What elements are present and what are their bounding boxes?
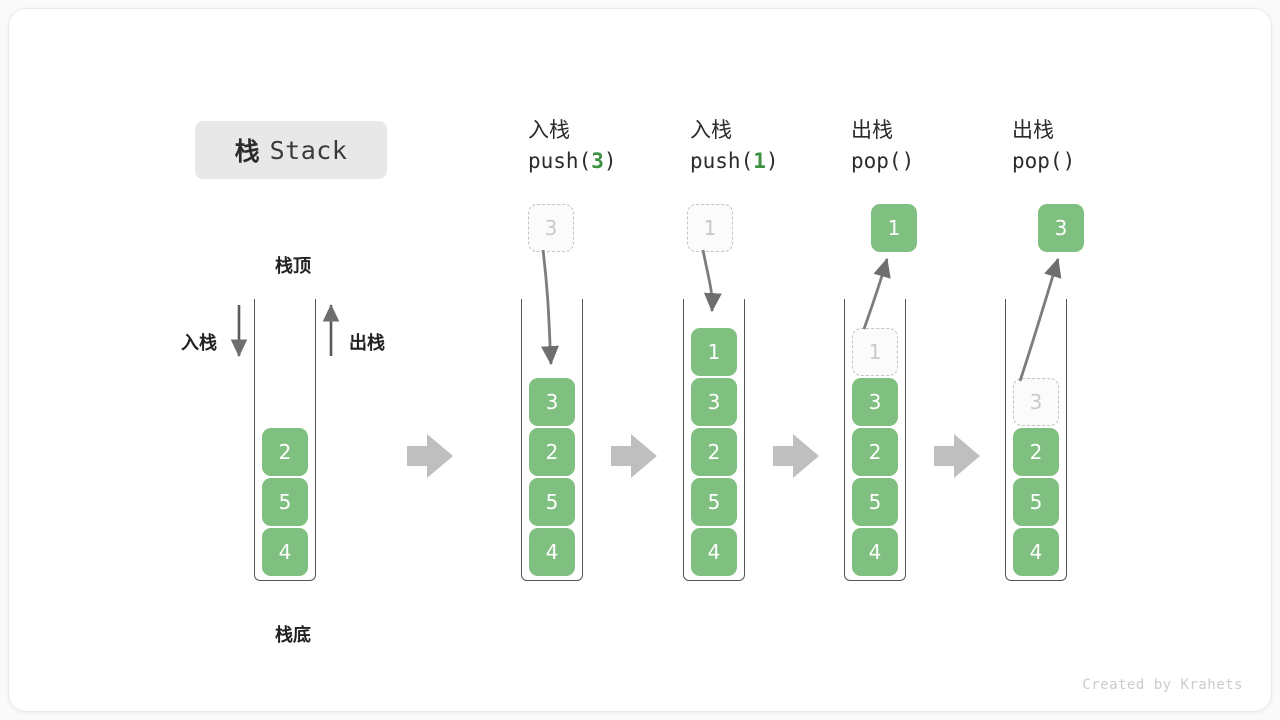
stage-block-arrow: [407, 434, 453, 478]
stack-cell: 5: [852, 478, 898, 526]
stack-cell: 4: [691, 528, 737, 576]
stack-cells: 1 3 2 5 4: [845, 328, 905, 576]
code-prefix: push(: [528, 149, 592, 173]
stack-cell: 2: [852, 428, 898, 476]
stack-cell: 5: [691, 478, 737, 526]
stack-cell: 5: [262, 478, 308, 526]
push-direction-label: 入栈: [181, 333, 217, 354]
floating-ghost-cell-push-3: 3: [528, 204, 574, 252]
code-arg: 1: [753, 149, 766, 173]
stack-bottom-label: 栈底: [275, 625, 311, 646]
title-badge: 栈 Stack: [195, 121, 387, 179]
code-prefix: push(: [690, 149, 754, 173]
code-suffix: ): [603, 149, 617, 173]
floating-popped-cell-3: 3: [1038, 204, 1084, 252]
stack-cell: 2: [1013, 428, 1059, 476]
stack-cell: 2: [691, 428, 737, 476]
code-arg: 3: [591, 149, 604, 173]
stack-cell: 2: [529, 428, 575, 476]
stack-cell: 2: [262, 428, 308, 476]
stage-op-code: pop(): [1012, 149, 1076, 173]
arrows-overlay: [230, 249, 1062, 478]
stage-op-code: push(1): [690, 145, 779, 177]
stage-op-cn: 入栈: [528, 118, 570, 142]
stack-after-push-3: 3 2 5 4: [521, 299, 583, 581]
stage-header-push-1: 入栈 push(1): [690, 115, 779, 177]
stack-cell: 4: [262, 528, 308, 576]
stack-cells: 1 3 2 5 4: [684, 328, 744, 576]
stack-cell: 4: [529, 528, 575, 576]
stage-op-code: pop(): [851, 149, 915, 173]
cell-value: 1: [687, 204, 733, 252]
stack-top-label: 栈顶: [275, 256, 311, 277]
cell-value: 1: [871, 204, 917, 252]
stack-after-pop-1: 1 3 2 5 4: [844, 299, 906, 581]
credit-label: Created by Krahets: [1082, 677, 1243, 693]
stack-cell: 4: [852, 528, 898, 576]
stage-op-cn: 出栈: [851, 118, 893, 142]
stack-cell: 1: [691, 328, 737, 376]
stack-after-pop-3: 3 2 5 4: [1005, 299, 1067, 581]
stack-cells: 3 2 5 4: [522, 378, 582, 576]
stack-cell: 4: [1013, 528, 1059, 576]
stack-cell: 3: [529, 378, 575, 426]
stage-op-cn: 入栈: [690, 118, 732, 142]
stack-cells: 2 5 4: [255, 428, 315, 576]
floating-popped-cell-1: 1: [871, 204, 917, 252]
stage-block-arrow: [773, 434, 819, 478]
stage-header-pop-1: 出栈 pop(): [851, 115, 914, 177]
stack-initial: 2 5 4: [254, 299, 316, 581]
title-cn: 栈: [234, 137, 260, 166]
stack-cell: 5: [529, 478, 575, 526]
stage-block-arrow: [934, 434, 980, 478]
stage-header-push-3: 入栈 push(3): [528, 115, 617, 177]
stage-op-code: push(3): [528, 145, 617, 177]
title-en: Stack: [269, 135, 348, 165]
code-suffix: ): [765, 149, 779, 173]
cell-value: 3: [1038, 204, 1084, 252]
stack-cell-removed: 3: [1013, 378, 1059, 426]
stack-cell: 3: [691, 378, 737, 426]
stage-op-cn: 出栈: [1012, 118, 1054, 142]
stage-block-arrow: [611, 434, 657, 478]
cell-value: 3: [528, 204, 574, 252]
diagram-card: 栈 Stack 栈顶 栈底 入栈 出栈 入栈 push(3) 入栈 push(1…: [8, 8, 1272, 712]
stack-cell: 3: [852, 378, 898, 426]
stack-after-push-1: 1 3 2 5 4: [683, 299, 745, 581]
floating-ghost-cell-push-1: 1: [687, 204, 733, 252]
stack-cells: 3 2 5 4: [1006, 378, 1066, 576]
pop-direction-label: 出栈: [349, 333, 385, 354]
stack-cell: 5: [1013, 478, 1059, 526]
stack-cell-removed: 1: [852, 328, 898, 376]
stage-header-pop-3: 出栈 pop(): [1012, 115, 1075, 177]
